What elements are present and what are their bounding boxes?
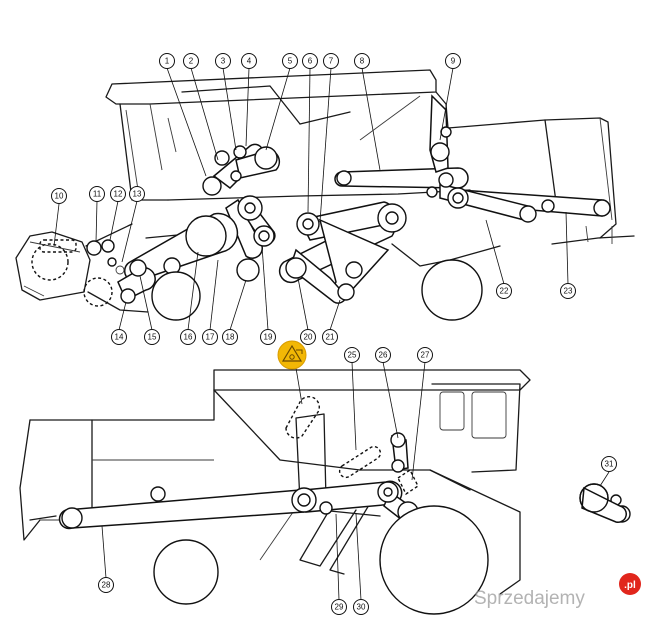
svg-text:4: 4: [247, 57, 252, 66]
callout-20: 20: [300, 329, 316, 345]
svg-text:14: 14: [115, 333, 124, 342]
svg-text:13: 13: [133, 190, 142, 199]
svg-text:1: 1: [165, 57, 170, 66]
svg-text:21: 21: [326, 333, 335, 342]
svg-text:25: 25: [348, 351, 357, 360]
callout-4: 4: [241, 53, 257, 69]
callout-31: 31: [601, 456, 617, 472]
top-pulleys: [31, 126, 611, 307]
svg-text:5: 5: [288, 57, 293, 66]
callouts: 1 2 3 4 5 6 7 8 9 10 11 12 13 14 15 16 1…: [51, 53, 617, 615]
leader-lines: [53, 67, 610, 601]
svg-text:3: 3: [221, 57, 226, 66]
callout-2: 2: [183, 53, 199, 69]
svg-text:23: 23: [564, 287, 573, 296]
svg-text:30: 30: [357, 603, 366, 612]
svg-text:29: 29: [335, 603, 344, 612]
svg-text:12: 12: [114, 190, 123, 199]
callout-25: 25: [344, 347, 360, 363]
svg-text:26: 26: [379, 351, 388, 360]
callout-12: 12: [110, 186, 126, 202]
callout-7: 7: [323, 53, 339, 69]
bottom-pulleys: [61, 432, 631, 529]
svg-text:7: 7: [329, 57, 334, 66]
svg-text:6: 6: [308, 57, 313, 66]
warning-marker-icon: [277, 340, 307, 370]
callout-15: 15: [144, 329, 160, 345]
callout-13: 13: [129, 186, 145, 202]
callout-29: 29: [331, 599, 347, 615]
callout-19: 19: [260, 329, 276, 345]
svg-text:27: 27: [421, 351, 430, 360]
top-belts: [117, 94, 611, 304]
svg-text:11: 11: [93, 190, 102, 199]
callout-3: 3: [215, 53, 231, 69]
callout-8: 8: [354, 53, 370, 69]
svg-text:10: 10: [55, 192, 64, 201]
svg-text:17: 17: [206, 333, 215, 342]
svg-text:2: 2: [189, 57, 194, 66]
watermark-text: Sprzedajemy: [474, 588, 585, 609]
callout-17: 17: [202, 329, 218, 345]
callout-22: 22: [496, 283, 512, 299]
callout-26: 26: [375, 347, 391, 363]
svg-text:16: 16: [184, 333, 193, 342]
svg-text:22: 22: [500, 287, 509, 296]
callout-1: 1: [159, 53, 175, 69]
callout-10: 10: [51, 188, 67, 204]
svg-text:28: 28: [102, 581, 111, 590]
svg-text:15: 15: [148, 333, 157, 342]
callout-28: 28: [98, 577, 114, 593]
callout-27: 27: [417, 347, 433, 363]
svg-text:31: 31: [605, 460, 614, 469]
callout-23: 23: [560, 283, 576, 299]
svg-text:8: 8: [360, 57, 365, 66]
callout-11: 11: [89, 186, 105, 202]
callout-18: 18: [222, 329, 238, 345]
callout-9: 9: [445, 53, 461, 69]
callout-6: 6: [302, 53, 318, 69]
callout-14: 14: [111, 329, 127, 345]
callout-16: 16: [180, 329, 196, 345]
bottom-wheels: [153, 505, 489, 615]
callout-21: 21: [322, 329, 338, 345]
watermark-logo: Sprzedajemy .pl: [474, 573, 641, 609]
svg-text:19: 19: [264, 333, 273, 342]
callout-5: 5: [282, 53, 298, 69]
callout-30: 30: [353, 599, 369, 615]
watermark-badge: .pl: [624, 580, 636, 591]
top-machine-outline: [15, 69, 635, 313]
top-wheels: [151, 259, 483, 321]
svg-text:20: 20: [304, 333, 313, 342]
svg-text:9: 9: [451, 57, 456, 66]
svg-text:18: 18: [226, 333, 235, 342]
